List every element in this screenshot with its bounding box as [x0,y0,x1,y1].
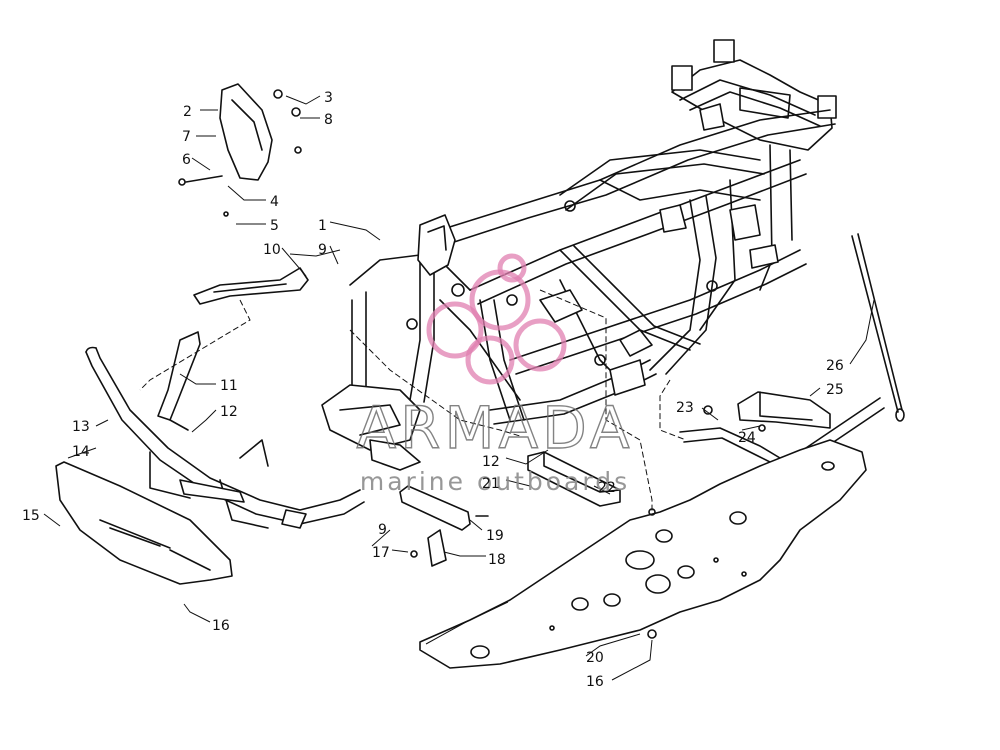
callout-17: 17 [372,545,390,561]
callout-15: 15 [22,508,40,524]
callout-1: 1 [318,218,327,234]
callout-13: 13 [72,419,90,435]
callout-8: 8 [324,112,333,128]
callout-6: 6 [182,152,191,168]
callout-26: 26 [826,358,844,374]
front-bumper [85,346,365,529]
callout-12-left: 12 [220,404,238,420]
watermark-tagline: marine outboards [360,467,630,496]
callout-11: 11 [220,378,238,394]
callout-3: 3 [324,90,333,106]
callout-7: 7 [182,129,191,145]
callout-23: 23 [676,400,694,416]
bracket-10 [193,267,309,305]
callout-12-mid: 12 [482,454,500,470]
callout-2: 2 [183,104,192,120]
callout-9-top: 9 [318,242,327,258]
callout-16-left: 16 [212,618,230,634]
main-skid-plate-20 [419,439,867,669]
watermark-brand: ARMADA [356,394,633,462]
callout-14: 14 [72,444,90,460]
splash-guard [178,83,302,217]
callout-9-bottom: 9 [378,522,387,538]
callout-21: 21 [482,476,500,492]
rod-26 [851,233,905,422]
watermark-flower-icon [426,253,567,385]
callout-24: 24 [738,430,756,446]
callout-19: 19 [486,528,504,544]
callout-20: 20 [586,650,604,666]
front-skid-plate-14 [55,461,233,585]
callout-4: 4 [270,194,279,210]
callout-16-right: 16 [586,674,604,690]
callouts: 2 3 7 8 6 4 5 1 9 10 11 12 13 14 15 16 9… [22,90,844,690]
brace-bar [399,485,489,567]
main-frame [321,39,837,471]
callout-25: 25 [826,382,844,398]
watermark: ARMADA marine outboards [356,253,633,496]
callout-18: 18 [488,552,506,568]
callout-22: 22 [598,480,616,496]
callout-5: 5 [270,218,279,234]
leader-lines [43,95,875,681]
bumper-support-11 [157,331,201,431]
callout-10: 10 [263,242,281,258]
